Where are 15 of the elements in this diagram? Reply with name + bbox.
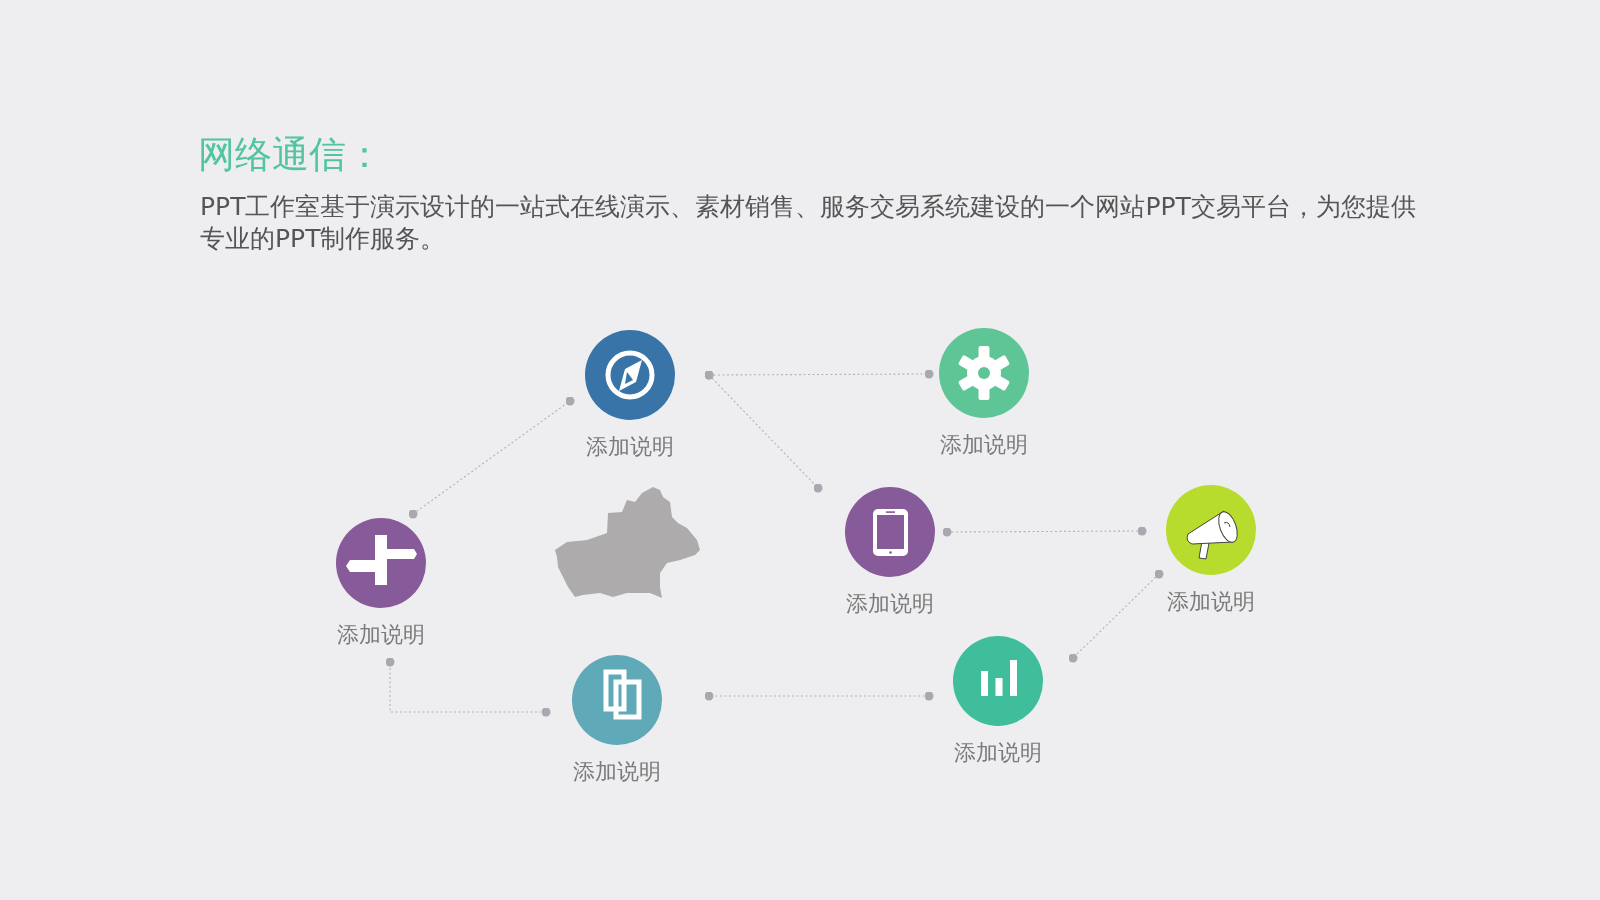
node-label: 添加说明 [954,739,1042,767]
description-text: PPT工作室基于演示设计的一站式在线演示、素材销售、服务交易系统建设的一个网站PPT交易平台，为您提供专业的PPT制作服务。 [200,191,1417,255]
node-label: 添加说明 [337,621,425,649]
heading: 网络通信： [198,132,383,178]
connector-line [1068,569,1164,663]
node-label: 添加说明 [940,431,1028,459]
node-label: 添加说明 [846,590,934,618]
node-label: 添加说明 [1167,588,1255,616]
connector-line [704,691,934,701]
connector-line [408,396,575,519]
connector-line [942,526,1147,537]
node-label: 添加说明 [573,758,661,786]
connector-line [704,370,823,493]
connector-line [385,657,551,717]
node-label: 添加说明 [586,433,674,461]
